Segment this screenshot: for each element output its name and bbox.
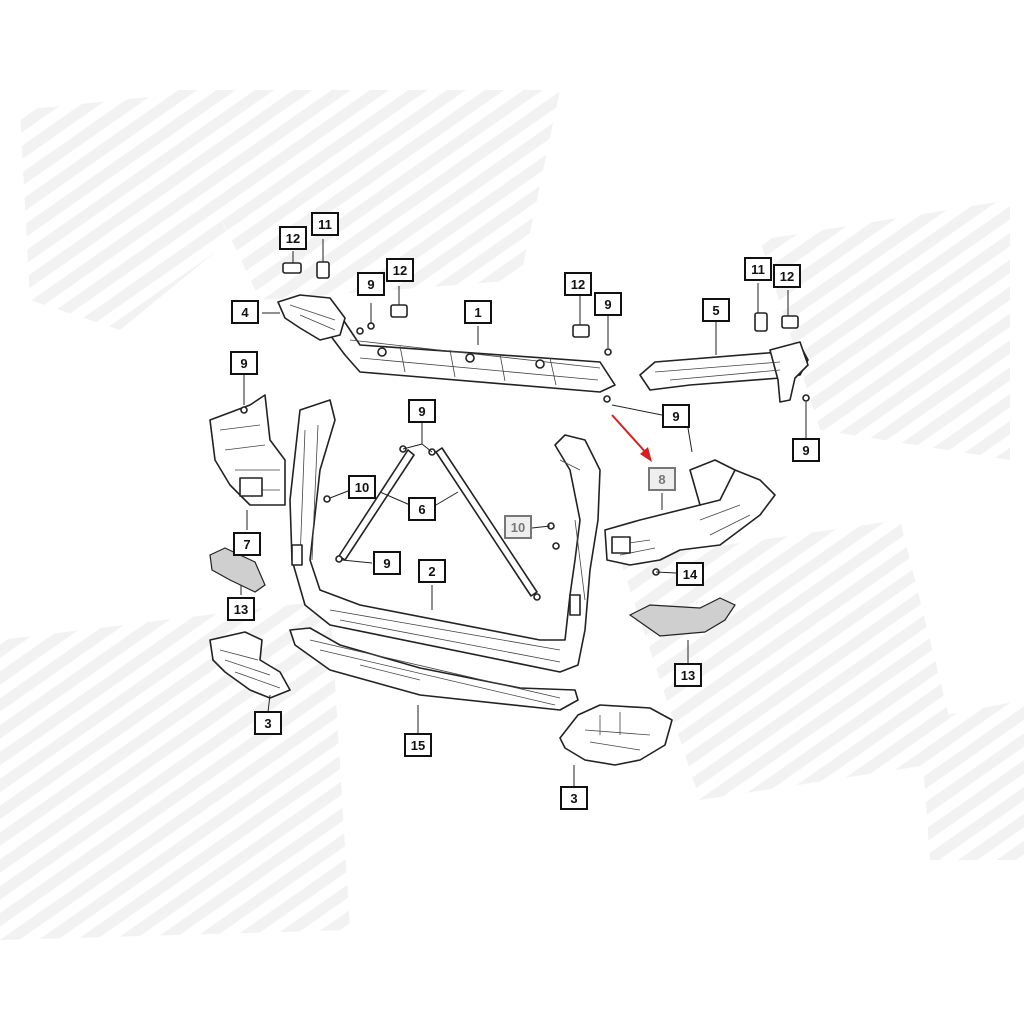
callout-11-left: 11	[311, 212, 339, 236]
leader-lines	[240, 239, 807, 786]
callout-10-right: 10	[504, 515, 532, 539]
left-bracket-part	[209, 394, 286, 506]
callout-9-top-right: 9	[594, 292, 622, 316]
callout-13-left: 13	[227, 597, 255, 621]
callout-9-left: 9	[230, 351, 258, 375]
lower-deflector-part	[289, 627, 579, 711]
callout-2: 2	[418, 559, 446, 583]
right-bracket-13-part	[628, 597, 736, 637]
callout-12-right: 12	[564, 272, 592, 296]
callout-3-left: 3	[254, 711, 282, 735]
callout-1: 1	[464, 300, 492, 324]
callout-15: 15	[404, 733, 432, 757]
fasteners	[240, 261, 810, 601]
callout-9-lower-left: 9	[373, 551, 401, 575]
right-bracket-part	[604, 459, 776, 566]
left-bracket-13-part	[209, 547, 266, 593]
callout-5: 5	[702, 298, 730, 322]
callout-12-center: 12	[386, 258, 414, 282]
callout-9-mid-right: 9	[662, 404, 690, 428]
support-rods-part	[338, 447, 538, 597]
callout-3-right: 3	[560, 786, 588, 810]
left-upper-bracket-part	[277, 294, 346, 341]
callout-9-far-right: 9	[792, 438, 820, 462]
callout-11-right: 11	[744, 257, 772, 281]
callout-12-far-left: 12	[279, 226, 307, 250]
callout-4: 4	[231, 300, 259, 324]
callout-9-rods: 9	[408, 399, 436, 423]
callout-8: 8	[648, 467, 676, 491]
callout-6: 6	[408, 497, 436, 521]
callout-12-far-right: 12	[773, 264, 801, 288]
callout-13-right: 13	[674, 663, 702, 687]
callout-10-left: 10	[348, 475, 376, 499]
highlight-arrow	[611, 414, 652, 462]
right-upper-bracket-part	[639, 341, 809, 403]
callout-7: 7	[233, 532, 261, 556]
right-duct-part	[559, 704, 673, 766]
radiator-support-frame-part	[289, 399, 601, 673]
callout-9-top-center: 9	[357, 272, 385, 296]
callout-14: 14	[676, 562, 704, 586]
left-duct-part	[209, 631, 291, 699]
